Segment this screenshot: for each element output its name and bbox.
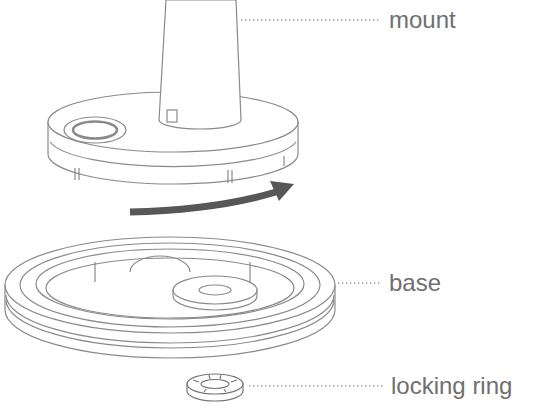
mount-drawing: [48, 0, 298, 184]
part-label: locking ring: [391, 374, 512, 398]
leader-line: [249, 385, 383, 386]
leader-line: [338, 282, 381, 283]
locking-ring-drawing: [187, 374, 243, 401]
part-label: mount: [389, 8, 456, 32]
base-drawing: [5, 237, 335, 358]
part-label: base: [389, 271, 441, 295]
rotation-arrow: [130, 181, 294, 212]
leader-line: [241, 19, 381, 20]
leader-lines: [241, 20, 383, 386]
